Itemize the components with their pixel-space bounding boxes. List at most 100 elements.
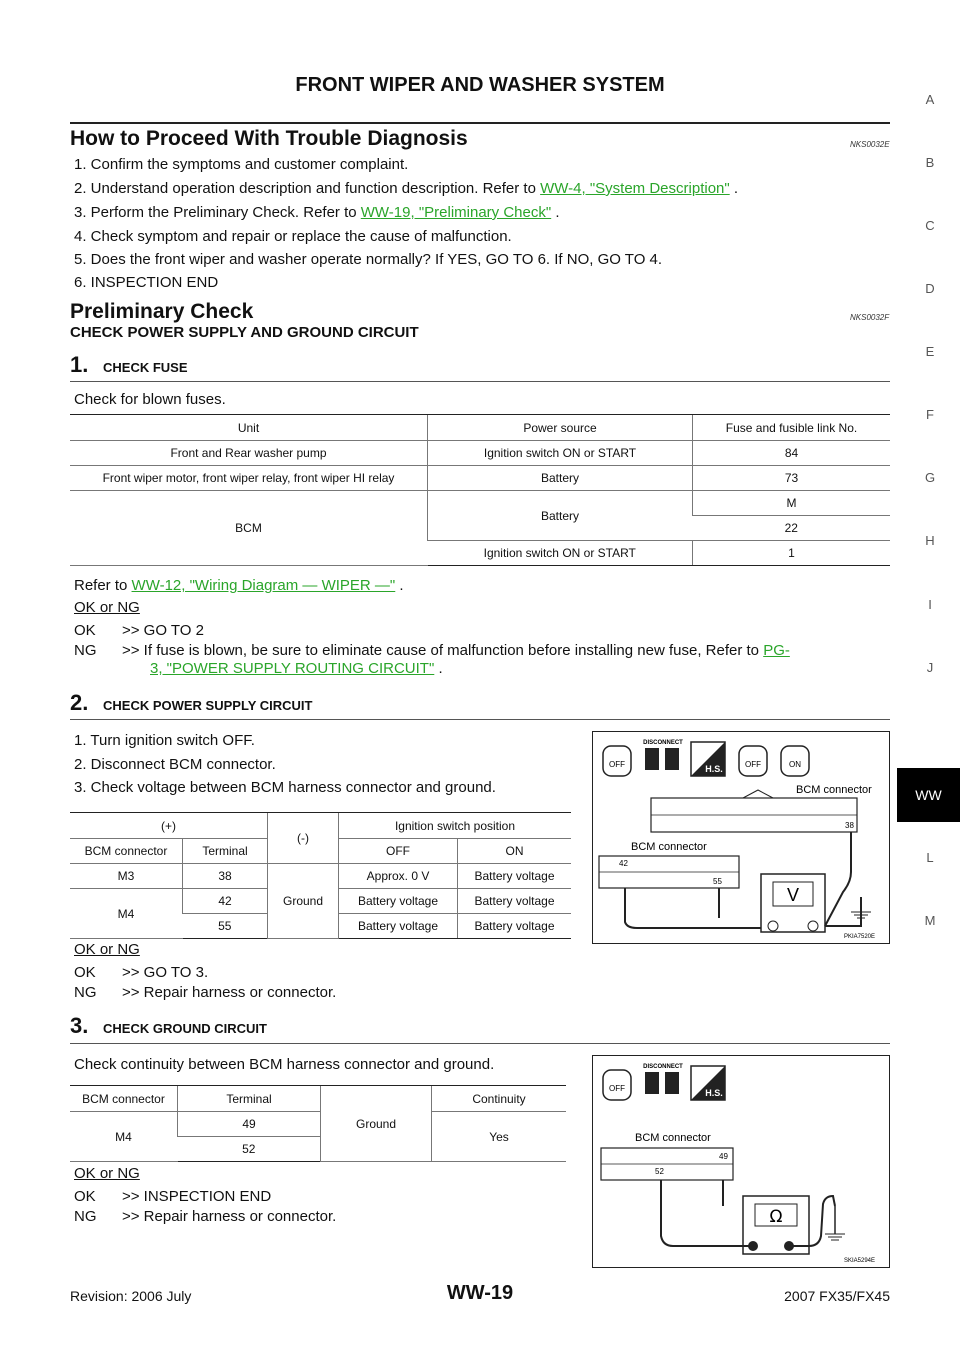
ng-post: . — [434, 660, 443, 677]
step-label: CHECK GROUND CIRCUIT — [103, 1021, 267, 1036]
table-cell: Ground — [267, 863, 339, 939]
ok-label: OK — [74, 622, 96, 639]
side-index-i[interactable]: I — [928, 597, 932, 612]
side-index-a[interactable]: A — [925, 92, 935, 107]
table-cell: M — [692, 490, 890, 516]
table-cell: 73 — [692, 465, 890, 491]
pin-52-label: 52 — [655, 1167, 664, 1176]
footer-model: 2007 FX35/FX45 — [784, 1288, 890, 1304]
bcm-connector-2 — [598, 855, 740, 889]
step-label: CHECK POWER SUPPLY CIRCUIT — [103, 698, 313, 713]
list-item: 1. Confirm the symptoms and customer com… — [74, 156, 409, 173]
ok-ng-label: OK or NG — [74, 941, 140, 958]
fuse-table: Unit Power source Fuse and fusible link … — [70, 414, 890, 566]
pin-49-label: 49 — [719, 1152, 728, 1161]
ng-text-cont: 3, "POWER SUPPLY ROUTING CIRCUIT" . — [150, 660, 443, 678]
table-cell: Yes — [431, 1111, 566, 1162]
step-rule — [70, 1043, 890, 1044]
side-index-ww-active[interactable]: WW — [897, 768, 960, 822]
ignition-off-icon-2: OFF — [738, 745, 768, 777]
ground-icon — [825, 1206, 845, 1241]
disconnect-icon: DISCONNECT — [643, 1064, 683, 1094]
side-index-j[interactable]: J — [926, 660, 934, 675]
side-index-h[interactable]: H — [925, 533, 935, 548]
side-index-d[interactable]: D — [925, 281, 935, 296]
table-cell: Battery — [427, 465, 693, 491]
footer-page-number: WW-19 — [446, 1282, 514, 1304]
side-index-e[interactable]: E — [925, 344, 935, 359]
side-index-c[interactable]: C — [925, 218, 935, 233]
continuity-diagram-svg: OFF DISCONNECT H.S. BCM connector 49 52 … — [600, 1064, 875, 1264]
ignition-on-icon: ON — [780, 745, 810, 777]
link-power-supply-routing[interactable]: 3, "POWER SUPPLY ROUTING CIRCUIT" — [150, 660, 435, 677]
ng-label: NG — [74, 1208, 97, 1225]
ng-text: >> If fuse is blown, be sure to eliminat… — [122, 642, 790, 660]
ok-label: OK — [74, 964, 96, 981]
table-cell: Battery voltage — [457, 863, 571, 889]
svg-text:Ω: Ω — [770, 1207, 783, 1227]
ignition-off-icon: OFF — [602, 1069, 632, 1101]
section-title-trouble-diagnosis: How to Proceed With Trouble Diagnosis — [70, 127, 468, 150]
table-cell: 1 — [692, 540, 890, 566]
table-header: Continuity — [431, 1085, 566, 1112]
table-cell: Ground — [320, 1085, 432, 1162]
ok-text: >> INSPECTION END — [122, 1188, 272, 1205]
link-system-description[interactable]: WW-4, "System Description" — [540, 180, 730, 197]
side-index-g[interactable]: G — [924, 470, 936, 485]
list-item: 5. Does the front wiper and washer opera… — [74, 251, 663, 268]
list-item: 1. Turn ignition switch OFF. — [74, 732, 255, 749]
section-code: NKS0032E — [850, 140, 890, 149]
table-cell: 38 — [182, 863, 268, 889]
side-index-f[interactable]: F — [926, 407, 934, 422]
table-cell: M4 — [70, 1111, 178, 1162]
section-subtitle: CHECK POWER SUPPLY AND GROUND CIRCUIT — [70, 324, 419, 341]
bcm-connector — [600, 1147, 734, 1181]
list-item: 2. Understand operation description and … — [74, 180, 738, 198]
table-cell: 84 — [692, 440, 890, 466]
ng-text: >> Repair harness or connector. — [122, 984, 337, 1001]
refer-post: . — [395, 577, 404, 594]
voltage-table: (+) (-) Ignition switch position BCM con… — [70, 812, 571, 939]
table-header: ON — [457, 838, 571, 864]
bcm-connector-1 — [650, 789, 858, 833]
side-index-l[interactable]: L — [926, 850, 934, 865]
svg-text:H.S.: H.S. — [705, 764, 723, 774]
side-index-b[interactable]: B — [925, 155, 935, 170]
ok-ng-label: OK or NG — [74, 599, 140, 616]
bcm-connector-label-2: BCM connector — [631, 841, 707, 853]
ng-text: >> Repair harness or connector. — [122, 1208, 337, 1225]
side-index-m[interactable]: M — [924, 913, 936, 928]
table-cell: Battery voltage — [338, 913, 458, 939]
refer-text: Refer to WW-12, "Wiring Diagram — WIPER … — [74, 577, 404, 595]
table-cell: M4 — [70, 888, 183, 939]
voltmeter: V — [760, 873, 826, 933]
ok-text: >> GO TO 2 — [122, 622, 204, 639]
refer-pre: Refer to — [74, 577, 132, 594]
ignition-off-icon: OFF — [602, 745, 632, 777]
bcm-connector-label: BCM connector — [635, 1132, 711, 1144]
link-preliminary-check[interactable]: WW-19, "Preliminary Check" — [360, 204, 552, 221]
svg-text:ON: ON — [789, 760, 801, 769]
table-header: BCM connector — [70, 1085, 178, 1112]
svg-text:DISCONNECT: DISCONNECT — [643, 1064, 683, 1070]
step-rule — [70, 381, 890, 382]
harness-sign-icon: H.S. — [690, 1065, 726, 1101]
table-cell: 22 — [692, 515, 890, 541]
figure-voltage-check: OFF DISCONNECT H.S. OFF ON BCM connector… — [592, 731, 890, 944]
list-item-text: 3. Perform the Preliminary Check. Refer … — [74, 204, 361, 221]
link-pg3[interactable]: PG- — [763, 642, 790, 659]
ng-text-body: >> If fuse is blown, be sure to eliminat… — [122, 642, 764, 659]
list-item: 4. Check symptom and repair or replace t… — [74, 228, 512, 245]
step-number: 3. — [70, 1013, 89, 1038]
list-item: 3. Perform the Preliminary Check. Refer … — [74, 204, 560, 222]
list-item-period: . — [729, 180, 739, 197]
table-cell: M3 — [70, 863, 183, 889]
continuity-table: BCM connector Terminal Ground Continuity… — [70, 1085, 566, 1162]
table-cell: BCM — [70, 490, 428, 566]
ok-label: OK — [74, 1188, 96, 1205]
table-cell: Front and Rear washer pump — [70, 440, 428, 466]
link-wiring-diagram[interactable]: WW-12, "Wiring Diagram — WIPER —" — [131, 577, 396, 594]
list-item-text: 2. Understand operation description and … — [74, 180, 541, 197]
step-number: 2. — [70, 690, 89, 715]
table-cell: Ignition switch ON or START — [427, 540, 693, 566]
